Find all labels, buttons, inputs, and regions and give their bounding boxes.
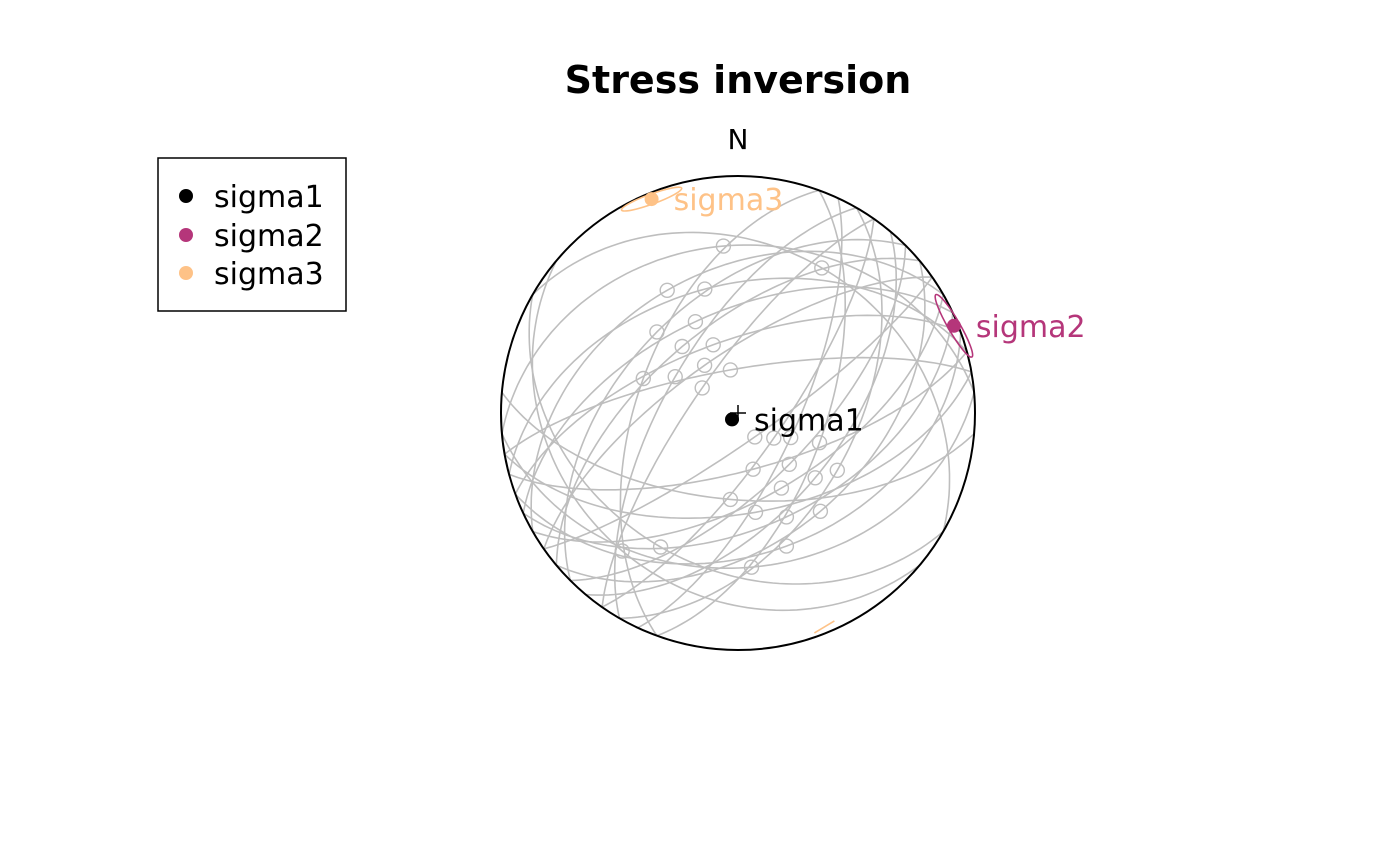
- north-label: N: [728, 123, 749, 156]
- slickenline-marker-4: [766, 430, 782, 446]
- slickenline-marker-27: [715, 238, 732, 254]
- fault-plane-17: [613, 207, 857, 619]
- legend-marker-sigma2: [179, 228, 193, 242]
- legend: sigma1 sigma2 sigma3: [157, 157, 347, 312]
- slickenline-marker-16: [635, 370, 651, 387]
- fault-plane-8: [543, 276, 933, 550]
- fault-plane-12: [508, 351, 968, 491]
- slickenline-marker-28: [652, 539, 669, 555]
- fault-plane-26: [504, 356, 972, 455]
- fault-plane-13: [504, 371, 973, 519]
- sigma2-point: [946, 318, 961, 333]
- fault-plane-18: [601, 218, 875, 608]
- fault-plane-27: [501, 244, 975, 434]
- legend-marker-sigma1: [179, 189, 193, 203]
- slickenline-marker-6: [781, 456, 797, 472]
- fault-plane-15: [501, 391, 975, 502]
- slickenline-marker-9: [773, 480, 790, 496]
- slickenline-marker-18: [694, 380, 710, 396]
- slickenline-marker-5: [807, 470, 823, 486]
- slickenline-marker-12: [745, 461, 761, 477]
- slickenline-marker-25: [697, 281, 713, 297]
- sigma3-label: sigma3: [674, 183, 784, 218]
- slickenline-marker-21: [696, 357, 713, 373]
- legend-label-sigma3: sigma3: [214, 257, 324, 292]
- slickenline-marker-20: [674, 338, 690, 355]
- slickenline-marker-13: [747, 504, 764, 520]
- slickenline-marker-29: [614, 543, 630, 559]
- slickenline-marker-1: [811, 435, 828, 451]
- slickenline-marker-17: [667, 369, 683, 385]
- fault-plane-1: [656, 189, 846, 637]
- legend-marker-sigma3: [179, 266, 193, 280]
- sigma1-point: [725, 412, 739, 427]
- slickenline-marker-3: [829, 462, 845, 478]
- slickenline-marker-11: [778, 538, 795, 554]
- sigma3-antipodal-ellipse: [813, 620, 835, 634]
- fault-plane-20: [555, 257, 920, 566]
- fault-plane-7: [556, 260, 926, 583]
- stereonet: sigma1 sigma2 sigma3: [500, 175, 1086, 651]
- fault-plane-28: [528, 294, 944, 585]
- slickenline-marker-7: [812, 503, 829, 519]
- slickenline-marker-19: [649, 324, 665, 340]
- chart-title: Stress inversion: [565, 58, 912, 102]
- fault-plane-30: [532, 231, 951, 532]
- fault-plane-9: [532, 294, 944, 543]
- fault-plane-24: [514, 314, 961, 495]
- slickenline-marker-22: [659, 282, 675, 298]
- legend-label-sigma2: sigma2: [214, 219, 324, 254]
- sigma1-label: sigma1: [754, 403, 864, 438]
- fault-plane-23: [522, 286, 954, 514]
- slickenline-marker-15: [722, 491, 739, 508]
- slickenline-marker-8: [747, 429, 763, 445]
- slickenline-marker-10: [778, 509, 795, 525]
- fault-plane-21: [543, 276, 933, 550]
- slickenline-marker-26: [722, 362, 739, 378]
- fault-plane-16: [619, 189, 820, 637]
- fault-plane-25: [508, 277, 968, 475]
- slickenline-marker-23: [687, 314, 704, 330]
- slickenline-marker-24: [705, 337, 721, 353]
- fault-planes: [501, 189, 975, 637]
- legend-label-sigma1: sigma1: [214, 180, 324, 215]
- primitive-circle: [500, 175, 976, 651]
- sigma2-label: sigma2: [976, 310, 1086, 345]
- slickenline-marker-2: [783, 429, 799, 446]
- slickenline-marker-30: [814, 260, 830, 276]
- slickenline-marker-14: [743, 559, 760, 575]
- fault-plane-10: [522, 312, 954, 550]
- sigma3-point: [644, 192, 659, 207]
- fault-plane-2: [637, 198, 843, 629]
- fault-plane-29: [531, 260, 921, 612]
